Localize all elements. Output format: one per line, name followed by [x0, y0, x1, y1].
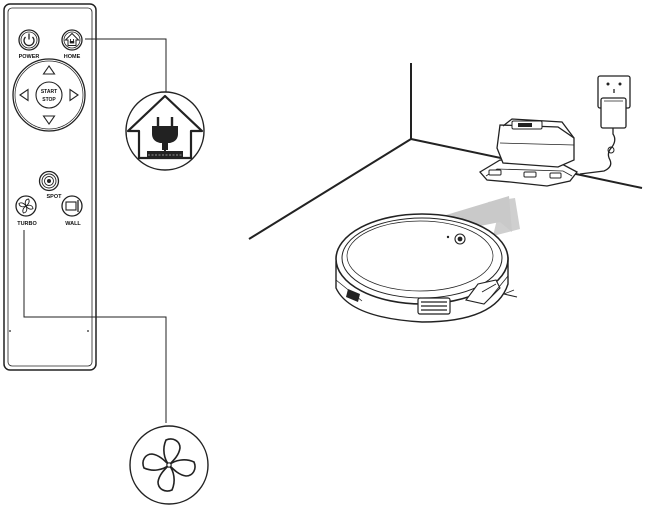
- arrow-right-button[interactable]: [69, 88, 79, 102]
- start-label: START: [41, 89, 57, 95]
- wall-icon: [65, 200, 79, 212]
- power-adapter: [579, 97, 627, 175]
- remote-inner-edge: [7, 7, 93, 367]
- robot-vacuum: [335, 213, 518, 323]
- start-stop-button[interactable]: [35, 81, 63, 109]
- turbo-label: TURBO: [17, 221, 37, 227]
- spot-icon: [44, 176, 54, 186]
- wall-button[interactable]: [61, 195, 83, 217]
- home-icon: [64, 32, 80, 46]
- arrow-down-button[interactable]: [42, 115, 56, 125]
- turbo-callout-line: [23, 230, 167, 423]
- remote-control: POWER HOME START STOP: [3, 3, 97, 371]
- arrow-left-button[interactable]: [19, 88, 29, 102]
- fan-icon: [129, 425, 209, 505]
- spot-button[interactable]: [38, 170, 60, 192]
- home-label: HOME: [64, 54, 81, 60]
- house-with-plug-icon: [125, 91, 205, 171]
- home-callout-line: [85, 38, 167, 94]
- charging-dock: [478, 118, 578, 187]
- fan-icon-small: [18, 198, 34, 214]
- stop-label: STOP: [42, 97, 56, 103]
- home-button[interactable]: [61, 29, 83, 51]
- room-corner: [248, 63, 643, 240]
- power-button[interactable]: [18, 29, 40, 51]
- arrow-up-button[interactable]: [42, 65, 56, 75]
- power-label: POWER: [19, 54, 40, 60]
- power-icon: [23, 33, 35, 47]
- direction-pad: [12, 58, 86, 132]
- wall-label: WALL: [65, 221, 81, 227]
- spot-label: SPOT: [47, 194, 63, 200]
- turbo-button[interactable]: [15, 195, 37, 217]
